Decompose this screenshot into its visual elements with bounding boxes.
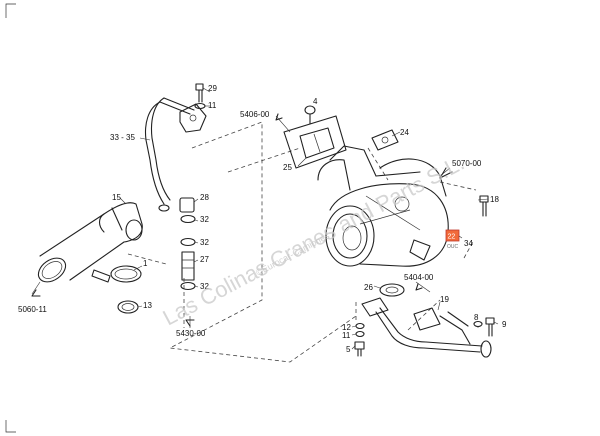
label-27: 27 (200, 255, 209, 264)
label-28: 28 (200, 193, 209, 202)
assembly-outline (127, 121, 477, 363)
label-5406-00: 5406-00 (240, 110, 270, 119)
label-18: 18 (490, 195, 499, 204)
label-11-bottom: 11 (342, 331, 351, 340)
label-9: 9 (502, 320, 507, 329)
label-5: 5 (346, 345, 351, 354)
bolts-left (354, 322, 365, 357)
label-25: 25 (283, 163, 292, 172)
label-32c: 32 (200, 282, 209, 291)
label-15: 15 (112, 193, 121, 202)
label-32a: 32 (200, 215, 209, 224)
label-13: 13 (143, 301, 152, 310)
oil-feed-pipe (144, 97, 207, 212)
label-32b: 32 (200, 238, 209, 247)
label-29: 29 (208, 84, 217, 93)
hose-clamp (91, 265, 142, 283)
corner-bracket-bottom-left (5, 420, 16, 433)
highlight-part-22 (445, 229, 460, 242)
oil-return-pipe (361, 297, 492, 358)
label-34: 34 (464, 239, 473, 248)
label-26: 26 (364, 283, 373, 292)
bolts-right (473, 317, 495, 337)
label-8: 8 (474, 313, 479, 322)
label-5070-00: 5070-00 (452, 159, 482, 168)
bolt-4 (304, 105, 316, 115)
banjo-fittings (179, 197, 196, 291)
leader-lines (31, 87, 499, 350)
label-33-35: 33 - 35 (110, 133, 135, 142)
highlight-label: 22 (448, 234, 456, 241)
gasket-26 (379, 283, 405, 297)
flange-gasket (283, 115, 347, 169)
label-5404-00: 5404-00 (404, 273, 434, 282)
corner-bracket-top-left (5, 3, 16, 18)
label-5060-11: 5060-11 (18, 305, 47, 314)
gasket-24 (371, 129, 399, 151)
intake-hose (37, 202, 143, 283)
label-5430-00: 5430-00 (176, 329, 206, 338)
part-labels: 29 11 33 - 35 4 5406-00 24 25 5070-00 15… (18, 84, 507, 354)
label-12: 12 (342, 323, 351, 332)
highlight-caption: OUC (447, 244, 459, 250)
assembly-arrows (31, 113, 453, 327)
gasket-13 (117, 300, 139, 314)
label-24: 24 (400, 128, 409, 137)
label-11-top: 11 (208, 101, 217, 110)
label-19: 19 (440, 295, 449, 304)
label-1: 1 (143, 259, 148, 268)
label-4: 4 (313, 97, 318, 106)
turbocharger (317, 145, 449, 267)
